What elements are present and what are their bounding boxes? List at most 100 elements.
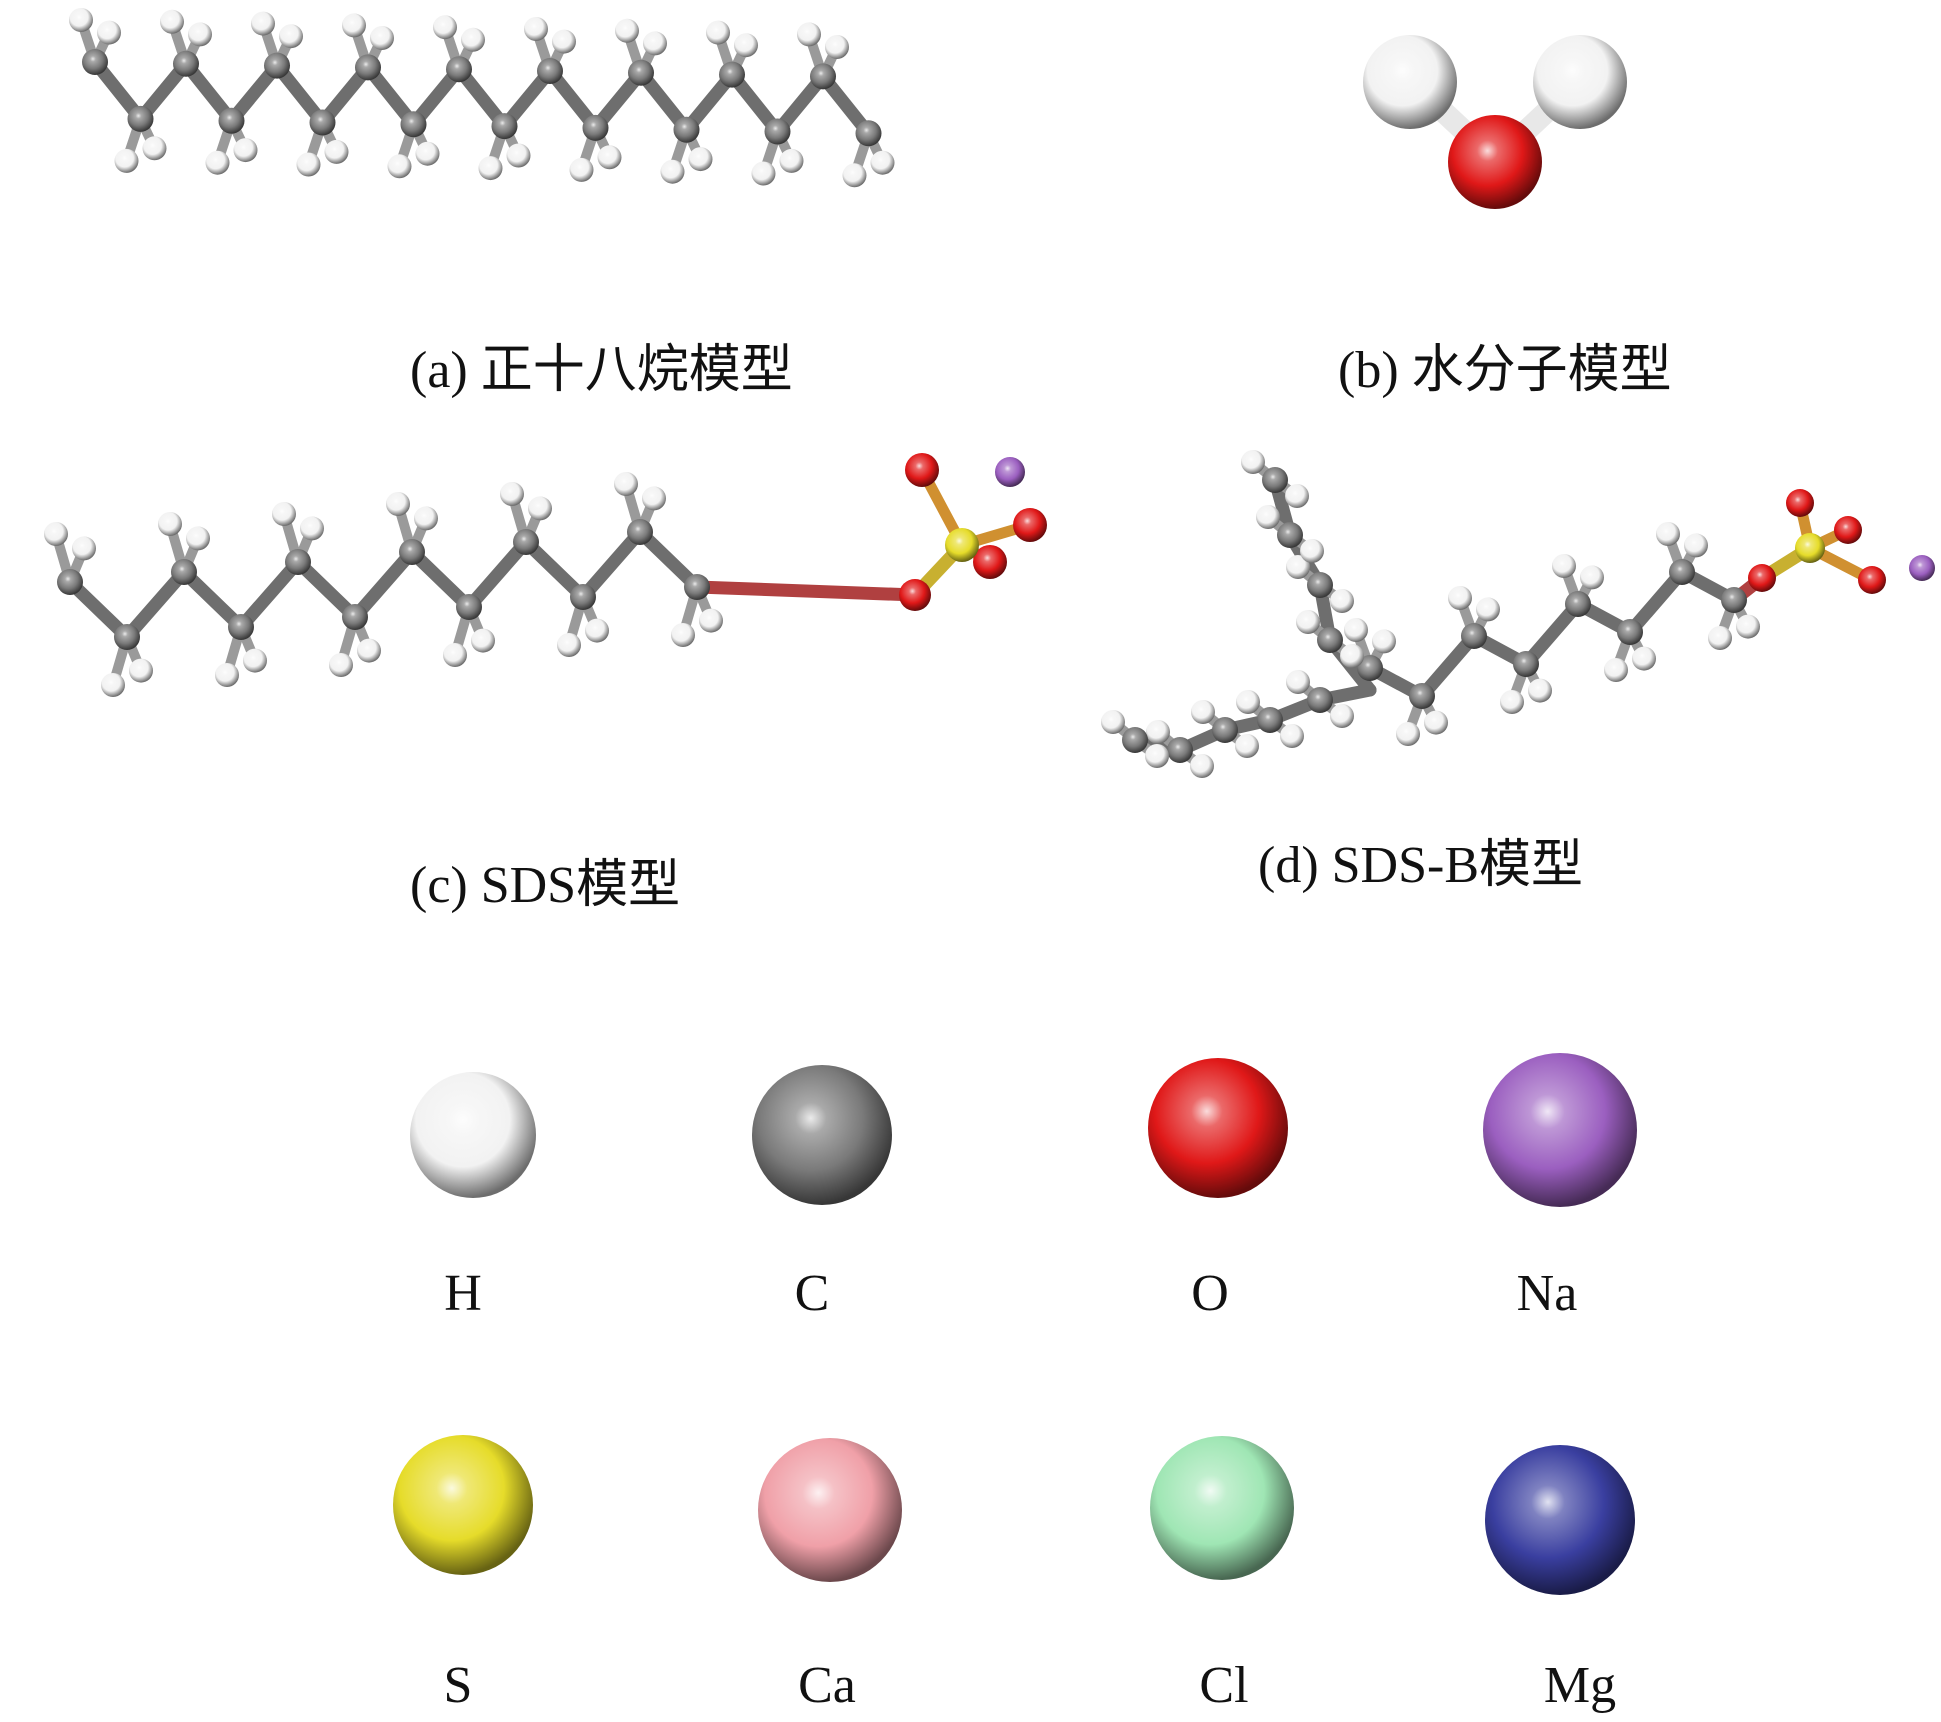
octadecane-h-atom bbox=[506, 143, 531, 168]
sds-h-atom bbox=[642, 486, 666, 511]
sdsb-main-cc-bond bbox=[1623, 565, 1689, 639]
octadecane-c-atom bbox=[446, 56, 472, 83]
sdsb-h-atom bbox=[1256, 505, 1280, 529]
octadecane-h-atom bbox=[870, 150, 895, 175]
water-h-atom bbox=[1363, 35, 1457, 129]
sds-h-atom bbox=[414, 506, 438, 531]
sds-cc-bond bbox=[177, 565, 248, 634]
caption-c-sds-model: (c) SDS模型 bbox=[410, 857, 681, 914]
sds-h-atom bbox=[528, 496, 552, 521]
legend-label-mg: Mg bbox=[1543, 1657, 1617, 1714]
sdsb-main-h-atom bbox=[1476, 597, 1500, 622]
sds-c-atom bbox=[627, 519, 653, 545]
octadecane-h-atom bbox=[97, 20, 121, 45]
sdsb-main-cc-bond bbox=[1415, 629, 1481, 703]
sds-c-atom bbox=[342, 604, 368, 630]
sdsb-c-atom bbox=[1277, 522, 1303, 548]
legend-sphere-na bbox=[1483, 1053, 1637, 1207]
legend-label-h: H bbox=[444, 1265, 482, 1322]
octadecane-h-atom bbox=[734, 33, 758, 58]
sds-o-atom bbox=[899, 579, 931, 611]
octadecane-h-atom bbox=[825, 35, 849, 59]
sdsb-h-atom bbox=[1146, 720, 1170, 744]
octadecane-h-atom bbox=[142, 136, 167, 161]
octadecane-h-atom bbox=[478, 156, 503, 181]
sdsb-main-cc-bond bbox=[1519, 597, 1585, 671]
sds-cc-bond bbox=[519, 535, 590, 604]
sdsb-main-c-atom bbox=[1409, 683, 1435, 709]
sds-h-atom bbox=[129, 658, 153, 683]
sdsb-h-atom bbox=[1330, 589, 1354, 613]
octadecane-h-atom bbox=[797, 22, 821, 47]
sds-o-atom bbox=[905, 453, 939, 487]
sds-cc-bond bbox=[576, 525, 647, 604]
octadecane-c-atom bbox=[309, 109, 336, 136]
sdsb-main-h-atom bbox=[1528, 678, 1552, 703]
octadecane-c-atom bbox=[218, 107, 245, 134]
sds-h-atom bbox=[500, 482, 524, 506]
sdsb-h-atom bbox=[1340, 644, 1364, 668]
sdsb-c-atom bbox=[1167, 737, 1193, 763]
sdsb-main-h-atom bbox=[1372, 629, 1396, 654]
octadecane-h-atom bbox=[296, 152, 321, 177]
caption-d-sds-b-model: (d) SDS-B模型 bbox=[1258, 837, 1584, 894]
sds-c-atom bbox=[228, 614, 254, 640]
legend-sphere-s bbox=[393, 1435, 533, 1575]
octadecane-c-atom bbox=[537, 58, 563, 84]
sds-o-atom bbox=[1013, 508, 1047, 542]
sdsb-main-h-atom bbox=[1684, 533, 1708, 558]
sds-c-atom bbox=[57, 569, 83, 595]
octadecane-h-atom bbox=[842, 163, 867, 188]
sdsb-main-c-atom bbox=[1461, 623, 1487, 649]
sdsb-h-atom bbox=[1236, 690, 1260, 714]
octadecane-h-atom bbox=[188, 22, 212, 47]
sdsb-s-atom bbox=[1795, 533, 1825, 563]
sdsb-o-atom bbox=[1834, 516, 1862, 544]
atoms-layer bbox=[44, 8, 1935, 778]
sdsb-main-h-atom bbox=[1448, 586, 1472, 610]
octadecane-h-atom bbox=[342, 13, 366, 38]
sds-h-atom bbox=[329, 653, 353, 677]
legend-label-c: C bbox=[794, 1265, 830, 1322]
sds-h-atom bbox=[243, 648, 267, 673]
sdsb-main-h-atom bbox=[1656, 522, 1680, 546]
sds-h-atom bbox=[671, 623, 695, 647]
legend-label-cl: Cl bbox=[1199, 1657, 1249, 1714]
sds-c-atom bbox=[513, 529, 539, 555]
sdsb-h-atom bbox=[1191, 700, 1215, 724]
octadecane-c-atom bbox=[173, 50, 199, 77]
octadecane-c-atom bbox=[673, 116, 700, 143]
sdsb-main-c-atom bbox=[1513, 651, 1539, 677]
sdsb-main-h-atom bbox=[1632, 646, 1656, 671]
octadecane-c-atom bbox=[400, 111, 427, 138]
sds-h-atom bbox=[585, 618, 609, 643]
legend-label-ca: Ca bbox=[798, 1657, 856, 1714]
sds-h-atom bbox=[272, 502, 296, 526]
sds-h-atom bbox=[614, 472, 638, 496]
legend-sphere-mg bbox=[1485, 1445, 1635, 1595]
water-h-atom bbox=[1533, 35, 1627, 129]
octadecane-h-atom bbox=[779, 148, 804, 173]
sdsb-h-atom bbox=[1286, 555, 1310, 579]
octadecane-c-atom bbox=[127, 105, 154, 132]
sdsb-main-h-atom bbox=[1500, 690, 1524, 714]
sds-s-atom bbox=[945, 528, 979, 562]
legend-sphere-o bbox=[1148, 1058, 1288, 1198]
sdsb-c-atom bbox=[1317, 627, 1343, 653]
sdsb-c-atom bbox=[1307, 687, 1333, 713]
sds-h-atom bbox=[471, 628, 495, 653]
sds-h-atom bbox=[443, 643, 467, 667]
sdsb-h-atom bbox=[1241, 450, 1265, 474]
caption-a-octadecane-model: (a) 正十八烷模型 bbox=[410, 342, 793, 399]
octadecane-h-atom bbox=[279, 24, 303, 49]
octadecane-h-atom bbox=[706, 20, 730, 45]
sdsb-main-h-atom bbox=[1604, 658, 1628, 682]
sdsb-h-atom bbox=[1190, 754, 1214, 778]
sdsb-main-c-atom bbox=[1565, 591, 1591, 617]
legend-label-s: S bbox=[443, 1657, 473, 1714]
sdsb-main-c-atom bbox=[1721, 587, 1747, 613]
sdsb-h-atom bbox=[1285, 484, 1309, 508]
octadecane-c-atom bbox=[628, 59, 654, 86]
octadecane-c-atom bbox=[810, 63, 836, 90]
